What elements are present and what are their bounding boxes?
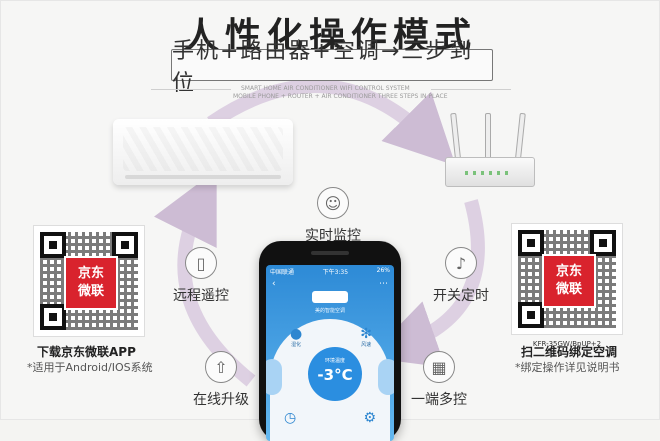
model-number: KFR-35GW/BpUP+2: [532, 340, 602, 348]
logo-line1: 京东: [77, 266, 104, 281]
battery-label: 26%: [376, 267, 390, 274]
fine-print-line1: SMART HOME AIR CONDITIONER WIFI CONTROL …: [241, 85, 410, 92]
carrier-label: 中国联通: [270, 269, 295, 276]
feature-remote-label: 远程遥控: [173, 288, 229, 304]
subtitle: 手机+路由器+空调→三步到位: [171, 39, 493, 96]
status-bar: 中国联通 下午3:35 26%: [270, 267, 390, 276]
feature-multi-label: 一端多控: [411, 392, 467, 408]
feature-monitor: ☺ 实时监控: [301, 187, 365, 245]
humidify-control[interactable]: ● 湿化: [290, 327, 302, 348]
right-edge-control[interactable]: [378, 359, 394, 395]
qr-finder: [518, 230, 544, 256]
logo-line2: 微联: [555, 282, 582, 297]
app-screen: 中国联通 下午3:35 26% ‹ ⋯ 美的智能空调 ● 湿化 ✻ 风速: [266, 265, 394, 441]
upload-icon: ⇧: [205, 351, 237, 383]
feature-timer-label: 开关定时: [433, 288, 489, 304]
device-label: 美的智能空调: [314, 308, 345, 314]
user-icon: ☺: [317, 187, 349, 219]
ac-vent: [125, 175, 281, 179]
fan-speed-control[interactable]: ✻ 风速: [360, 327, 372, 348]
ac-panel-pattern: [123, 127, 283, 171]
timer-control[interactable]: ◷: [284, 411, 296, 425]
ac-thumbnail: [312, 291, 348, 303]
fine-print-line2: MOBILE PHONE + ROUTER + AIR CONDITIONER …: [233, 93, 448, 100]
arrow-router-to-phone: [367, 199, 485, 368]
droplet-icon: ●: [290, 326, 303, 342]
left-edge-control[interactable]: [266, 359, 282, 395]
clock-label: 下午3:35: [322, 269, 349, 276]
qr-bind-note: *绑定操作详见说明书: [515, 361, 620, 374]
gear-icon: ⚙: [363, 410, 376, 426]
humidify-label: 湿化: [291, 342, 302, 348]
feature-monitor-label: 实时监控: [305, 228, 361, 244]
timer-icon: ◷: [284, 410, 297, 426]
phone-speaker: [311, 251, 349, 255]
jd-weilian-logo: 京东 微联: [542, 254, 596, 308]
qr-finder: [112, 232, 138, 258]
qr-finder: [40, 304, 66, 330]
back-icon[interactable]: ‹: [272, 279, 276, 289]
logo-line1: 京东: [555, 264, 582, 279]
router-lights: [465, 171, 513, 175]
qr-app-caption: 下载京东微联APP: [37, 345, 136, 359]
feature-upgrade: ⇧ 在线升级: [189, 351, 253, 409]
feature-upgrade-label: 在线升级: [193, 392, 249, 408]
settings-control[interactable]: ⚙: [363, 411, 376, 425]
fine-divider-right: [431, 89, 511, 90]
feature-timer: ♪ 开关定时: [429, 247, 493, 305]
temperature-value: -3°C: [317, 366, 353, 384]
tablet-icon: ▯: [185, 247, 217, 279]
fan-icon: ✻: [360, 326, 372, 342]
temperature-dial[interactable]: 环境温度 -3°C: [308, 347, 362, 401]
qr-finder: [40, 232, 66, 258]
router-image: [443, 112, 535, 193]
calendar-icon: ▦: [423, 351, 455, 383]
jd-weilian-logo: 京东 微联: [64, 256, 118, 310]
qr-code-app[interactable]: 京东 微联: [33, 225, 145, 337]
qr-app-note: *适用于Android/IOS系统: [27, 361, 153, 374]
qr-code-bind[interactable]: 京东 微联 KFR-35GW/BpUP+2: [511, 223, 623, 348]
smartphone-mockup: 中国联通 下午3:35 26% ‹ ⋯ 美的智能空调 ● 湿化 ✻ 风速: [259, 241, 401, 441]
feature-multi: ▦ 一端多控: [407, 351, 471, 409]
air-conditioner-image: [113, 119, 293, 185]
feature-remote: ▯ 远程遥控: [169, 247, 233, 305]
control-panel: ● 湿化 ✻ 风速 环境温度 -3°C ◷ ⚙: [266, 319, 394, 441]
dial-label: 环境温度: [324, 358, 345, 364]
qr-finder: [518, 302, 544, 328]
arrow-ac-to-router: [207, 79, 456, 166]
qr-bind-caption: 扫二维码绑定空调: [521, 345, 618, 359]
app-nav-bar: ‹ ⋯: [272, 279, 388, 289]
share-icon[interactable]: ⋯: [379, 279, 388, 289]
fan-speed-label: 风速: [361, 342, 372, 348]
logo-line2: 微联: [77, 284, 104, 299]
bell-icon: ♪: [445, 247, 477, 279]
qr-finder: [590, 230, 616, 256]
fine-divider-left: [151, 89, 231, 90]
